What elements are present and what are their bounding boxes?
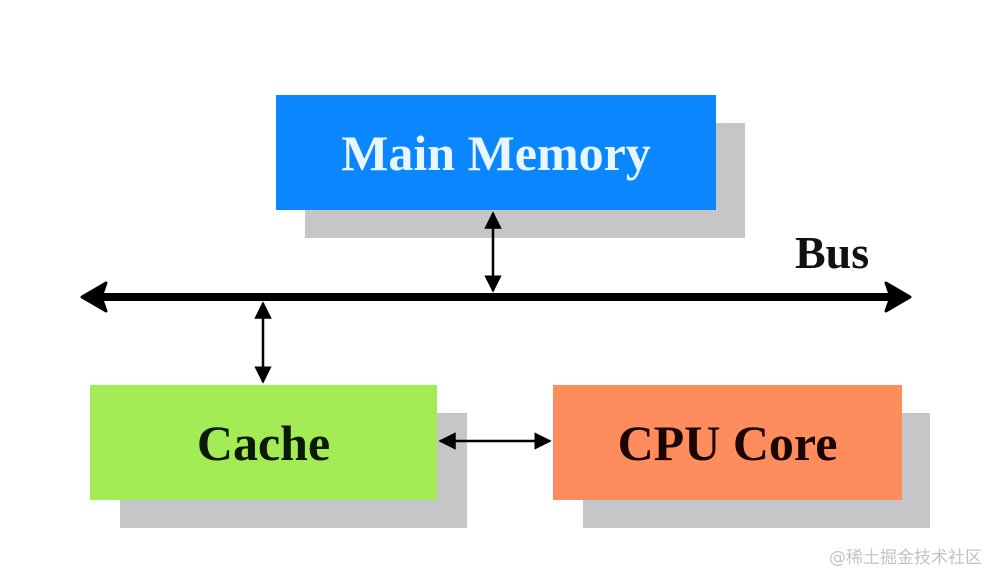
bus-left-arrowhead [80,281,108,313]
cache-label: Cache [196,414,331,471]
bus-right-arrowhead [884,281,912,313]
cache-node: Cache [90,385,437,500]
main-memory-label: Main Memory [341,124,651,181]
cpu-core-label: CPU Core [617,414,838,471]
watermark: @稀土掘金技术社区 [829,548,982,568]
cpu-core-node: CPU Core [553,385,902,500]
main-memory-node: Main Memory [276,95,716,210]
bus-label: Bus [795,227,870,278]
bus-line [80,281,912,313]
